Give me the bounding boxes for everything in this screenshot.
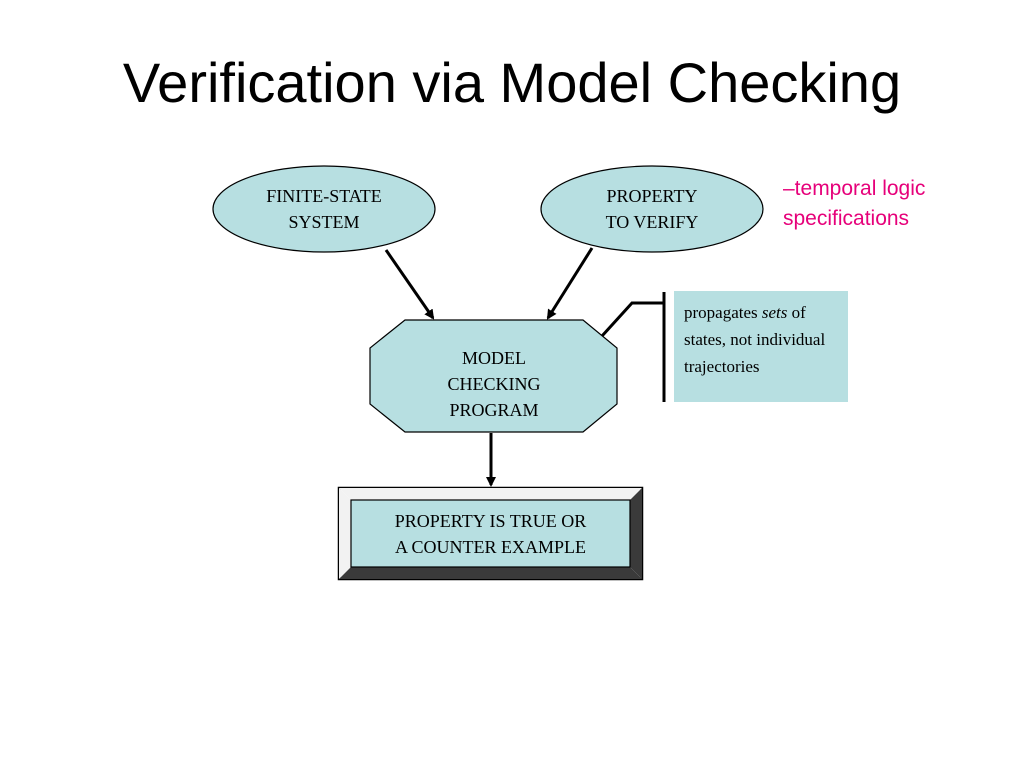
note-text-after: of states, not individual trajectories xyxy=(684,303,826,376)
arrow-property-to-checker xyxy=(546,247,594,320)
model-checking-label-line-1: MODEL xyxy=(462,348,526,368)
temporal-logic-annotation: –temporal logic specifications xyxy=(783,174,925,234)
finite-state-label: FINITE-STATE SYSTEM xyxy=(224,179,424,239)
finite-state-label-line-2: SYSTEM xyxy=(288,212,360,232)
note-text-emphasis: sets xyxy=(761,303,788,322)
slide-title: Verification via Model Checking xyxy=(122,51,902,114)
finite-state-label-line-1: FINITE-STATE xyxy=(266,186,382,206)
model-checking-label: MODEL CHECKING PROGRAM xyxy=(394,344,594,424)
annotation-line-2: specifications xyxy=(783,207,910,230)
result-bevel-box xyxy=(337,486,644,581)
property-label-line-1: PROPERTY xyxy=(606,186,698,206)
property-label-line-2: TO VERIFY xyxy=(605,212,699,232)
result-label-line-2: A COUNTER EXAMPLE xyxy=(394,536,586,557)
note-text-before: propagates xyxy=(684,303,762,322)
property-ellipse xyxy=(540,165,764,253)
result-label-line-1: PROPERTY IS TRUE OR xyxy=(394,510,587,531)
note-callout-connector xyxy=(600,301,664,338)
model-checking-label-line-3: PROGRAM xyxy=(449,400,539,420)
result-label: PROPERTY IS TRUE OR A COUNTER EXAMPLE xyxy=(351,505,630,562)
model-checking-label-line-2: CHECKING xyxy=(447,374,541,394)
propagates-sets-note: propagates sets of states, not individua… xyxy=(674,291,848,402)
annotation-line-1: –temporal logic xyxy=(783,177,926,200)
property-label: PROPERTY TO VERIFY xyxy=(552,179,752,239)
model-checking-octagon xyxy=(369,319,618,433)
finite-state-ellipse xyxy=(212,165,436,253)
arrow-system-to-checker xyxy=(384,249,435,320)
